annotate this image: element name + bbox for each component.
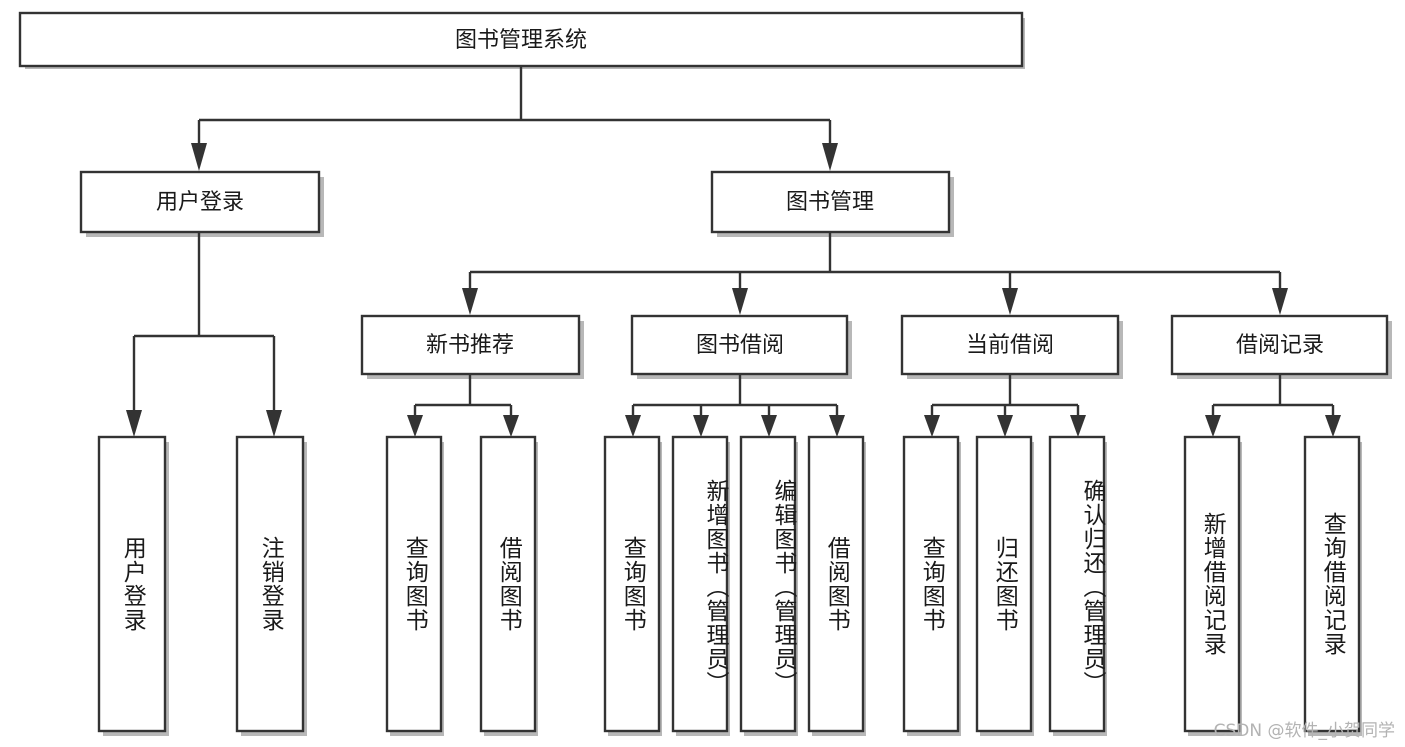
node-user-login[interactable]: 用户登录 [79, 170, 321, 234]
node-new-book-recommend[interactable]: 新书推荐 [360, 314, 581, 376]
node-borrow-record-label: 借阅记录 [1236, 333, 1324, 358]
node-leaf-borrow-book-1[interactable] [479, 435, 537, 733]
node-user-login-label: 用户登录 [156, 190, 244, 215]
node-book-borrow-label: 图书借阅 [696, 333, 784, 358]
node-book-borrow[interactable]: 图书借阅 [630, 314, 849, 376]
node-borrow-record[interactable]: 借阅记录 [1170, 314, 1389, 376]
node-leaf-add-record[interactable] [1183, 435, 1241, 733]
node-leaf-query-book-1[interactable] [385, 435, 443, 733]
node-leaf-edit-book[interactable] [739, 435, 797, 733]
node-root[interactable]: 图书管理系统 [18, 11, 1024, 68]
node-leaf-query-record[interactable] [1303, 435, 1361, 733]
node-leaf-confirm-return[interactable] [1048, 435, 1106, 733]
node-leaf-borrow-book-2[interactable] [807, 435, 865, 733]
node-leaf-add-book[interactable] [671, 435, 729, 733]
node-leaf-user-logout[interactable] [235, 435, 305, 733]
node-leaf-return-book[interactable] [975, 435, 1033, 733]
node-leaf-query-book-2[interactable] [603, 435, 661, 733]
csdn-watermark: CSDN @软件_小贺同学 [1213, 721, 1395, 741]
node-book-manage[interactable]: 图书管理 [710, 170, 951, 234]
node-book-manage-label: 图书管理 [786, 190, 874, 215]
node-current-borrow-label: 当前借阅 [966, 333, 1054, 358]
node-leaf-user-login[interactable] [97, 435, 167, 733]
node-current-borrow[interactable]: 当前借阅 [900, 314, 1120, 376]
node-new-book-recommend-label: 新书推荐 [426, 333, 514, 358]
node-root-label: 图书管理系统 [455, 28, 587, 53]
leaf-boxes [97, 435, 1361, 733]
arrow-heads [126, 143, 1341, 437]
connector-edges [132, 66, 1335, 415]
node-leaf-query-book-3[interactable] [902, 435, 960, 733]
